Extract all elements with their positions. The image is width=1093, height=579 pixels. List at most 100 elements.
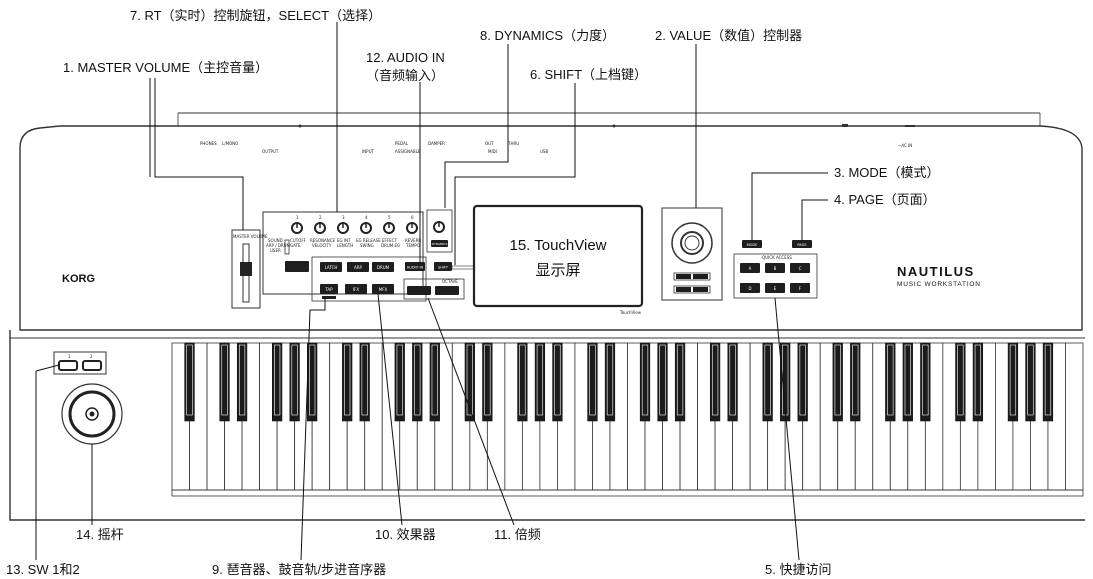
dynamics-button[interactable]: DYNAMICS	[431, 240, 448, 247]
quick-access-f[interactable]: F	[790, 283, 810, 293]
knob-label-2b: VELOCITY	[312, 243, 332, 248]
callout-audio-in-line2: （音频输入）	[366, 68, 444, 84]
quick-access-a[interactable]: A	[740, 263, 760, 273]
black-key[interactable]	[850, 343, 860, 421]
page-button-label: PAGE	[797, 243, 806, 247]
black-key[interactable]	[921, 343, 931, 421]
black-key[interactable]	[798, 343, 808, 421]
rear-input-label: INPUT	[362, 149, 375, 154]
black-key[interactable]	[185, 343, 195, 421]
quick-access-e[interactable]: E	[765, 283, 785, 293]
black-key[interactable]	[342, 343, 352, 421]
touchview-logo: TouchView	[619, 310, 642, 315]
knob-5[interactable]	[384, 223, 394, 233]
ifx-button[interactable]: IFX	[345, 284, 367, 294]
black-key[interactable]	[1043, 343, 1053, 421]
black-key[interactable]	[605, 343, 615, 421]
callout-master-volume: 1. MASTER VOLUME（主控音量）	[63, 60, 268, 76]
nautilus-subtitle: MUSIC WORKSTATION	[897, 281, 981, 288]
knob-number-5: 5	[388, 215, 391, 220]
black-key[interactable]	[290, 343, 300, 421]
black-key[interactable]	[237, 343, 247, 421]
quick-access-c[interactable]: C	[790, 263, 810, 273]
select-label-user: USER	[270, 248, 281, 253]
mfx-button[interactable]: MFX	[372, 284, 394, 294]
callout-sw: 13. SW 1和2	[6, 562, 80, 578]
knob-number-1: 1	[296, 215, 299, 220]
dynamics-knob[interactable]	[434, 222, 444, 232]
knob-4[interactable]	[361, 223, 371, 233]
quick-access-b[interactable]: B	[765, 263, 785, 273]
joystick[interactable]	[62, 384, 122, 444]
black-key[interactable]	[272, 343, 282, 421]
quick-access-d[interactable]: D	[740, 283, 760, 293]
quick-access-c-label: C	[799, 266, 802, 271]
black-key[interactable]	[535, 343, 545, 421]
knob-label-1b: GATE	[290, 243, 301, 248]
knob-6[interactable]	[407, 223, 417, 233]
quick-access-label: QUICK ACCESS	[762, 255, 792, 260]
rear-output-label: OUTPUT	[262, 149, 279, 154]
rear-damper-label: DAMPER	[428, 141, 445, 146]
korg-logo: KORG	[62, 273, 95, 285]
black-key[interactable]	[728, 343, 738, 421]
callout-effects: 10. 效果器	[375, 527, 436, 543]
black-key[interactable]	[360, 343, 370, 421]
tap-button-label: TAP	[324, 287, 333, 292]
sw1-button[interactable]	[59, 361, 77, 370]
black-key[interactable]	[885, 343, 895, 421]
shift-button[interactable]: SHIFT	[434, 262, 452, 271]
select-button[interactable]	[285, 261, 309, 272]
octave-up-button[interactable]	[435, 286, 459, 295]
drum-button[interactable]: DRUM	[372, 262, 394, 272]
white-key[interactable]	[1065, 343, 1083, 490]
black-key[interactable]	[658, 343, 668, 421]
black-key[interactable]	[220, 343, 230, 421]
callout-quick-access: 5. 快捷访问	[765, 562, 831, 578]
rear-thru-label: THRU	[507, 141, 519, 146]
page-button[interactable]: PAGE	[792, 240, 812, 248]
black-key[interactable]	[1026, 343, 1036, 421]
black-key[interactable]	[640, 343, 650, 421]
black-key[interactable]	[833, 343, 843, 421]
sw2-button[interactable]	[83, 361, 101, 370]
quick-access-section: QUICK ACCESS A B C D E F	[734, 254, 817, 298]
black-key[interactable]	[763, 343, 773, 421]
rear-panel: PHONES L/MONO OUTPUT INPUT PEDAL ASSIGNA…	[20, 113, 1082, 154]
audio-in-button[interactable]: AUDIO IN	[405, 262, 425, 271]
tap-button[interactable]: TAP	[320, 284, 338, 294]
quick-access-d-label: D	[748, 286, 751, 291]
sw2-number: 2	[90, 354, 93, 359]
black-key[interactable]	[675, 343, 685, 421]
black-key[interactable]	[956, 343, 966, 421]
black-key[interactable]	[588, 343, 598, 421]
black-key[interactable]	[903, 343, 913, 421]
ifx-button-label: IFX	[353, 287, 359, 292]
rt-knob-section: 1 2 3 4 5 6 CUTOFF GATE RESONANCE VELOCI…	[263, 212, 423, 294]
black-key[interactable]	[973, 343, 983, 421]
latch-button[interactable]: LATCH	[320, 262, 342, 272]
mode-button[interactable]: MODE	[742, 240, 762, 248]
touchview-screen[interactable]: 15. TouchView 显示屏 TouchView	[474, 206, 642, 315]
black-key[interactable]	[553, 343, 563, 421]
black-key[interactable]	[412, 343, 422, 421]
callout-page: 4. PAGE（页面）	[834, 192, 936, 208]
black-key[interactable]	[1008, 343, 1018, 421]
arp-button-label: ARP	[354, 265, 363, 270]
knob-1[interactable]	[292, 223, 302, 233]
screen-title: 15. TouchView	[509, 237, 606, 254]
black-key[interactable]	[395, 343, 405, 421]
arp-button[interactable]: ARP	[347, 262, 369, 272]
key-front-rail	[172, 490, 1083, 496]
knob-2[interactable]	[315, 223, 325, 233]
rear-pedal-label: PEDAL	[395, 141, 409, 146]
value-controller[interactable]	[662, 208, 722, 300]
black-key[interactable]	[518, 343, 528, 421]
black-key[interactable]	[710, 343, 720, 421]
callout-shift: 6. SHIFT（上档键）	[530, 67, 647, 83]
knob-3[interactable]	[338, 223, 348, 233]
black-key[interactable]	[483, 343, 493, 421]
black-key[interactable]	[430, 343, 440, 421]
callout-rt-knobs: 7. RT（实时）控制旋钮，SELECT（选择）	[130, 8, 381, 24]
octave-down-button[interactable]	[407, 286, 431, 295]
